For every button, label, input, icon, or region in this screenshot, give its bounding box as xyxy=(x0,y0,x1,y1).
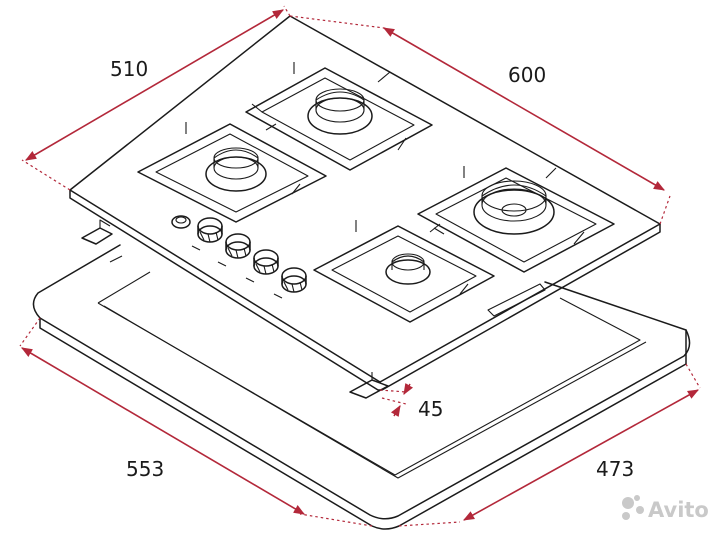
grate-front-left xyxy=(137,122,327,223)
mounting-clip-front xyxy=(349,372,389,399)
dimension-cutout-height: 45 xyxy=(379,383,443,421)
avito-watermark: Avito xyxy=(622,495,709,522)
mounting-clip-left xyxy=(81,219,113,245)
watermark-text: Avito xyxy=(648,498,709,522)
burner-wok xyxy=(473,180,555,235)
knob-1 xyxy=(197,217,223,243)
dimension-hob-width: 600 xyxy=(289,15,671,225)
knob-3 xyxy=(253,249,279,275)
hob-glass-plate xyxy=(69,15,661,391)
grate-back-left xyxy=(245,62,433,171)
control-knobs xyxy=(171,215,307,299)
dimension-cutout-width: 553 xyxy=(19,317,373,527)
knob-indicator-marks xyxy=(191,245,283,299)
knob-2 xyxy=(225,233,251,259)
dimension-label-510: 510 xyxy=(110,57,148,81)
side-bracket xyxy=(487,283,546,317)
knob-4 xyxy=(281,267,307,293)
dimension-label-473: 473 xyxy=(596,457,634,481)
dimension-cutout-depth: 473 xyxy=(398,363,701,527)
cutout-frame xyxy=(32,244,691,530)
avito-dots-icon xyxy=(622,495,644,520)
dimension-label-600: 600 xyxy=(508,63,546,87)
dimension-hob-depth: 510 xyxy=(21,5,291,191)
dimension-label-553: 553 xyxy=(126,457,164,481)
grate-front-right xyxy=(313,220,495,323)
dimension-label-45: 45 xyxy=(418,397,443,421)
burner-back-left xyxy=(307,88,373,135)
ignition-button xyxy=(171,215,191,229)
burner-front-left xyxy=(205,147,267,192)
burner-front-right xyxy=(385,253,431,285)
